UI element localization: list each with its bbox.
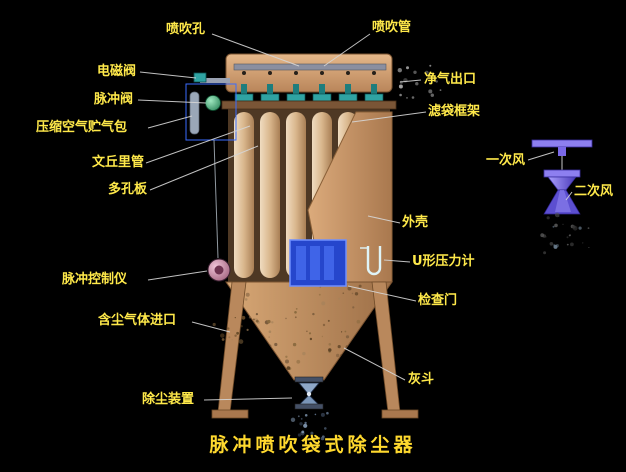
label-u-pressure-gauge: U形压力计 [412, 254, 475, 269]
tube-sheet [221, 100, 397, 110]
control-tube [213, 139, 219, 259]
label-solenoid-valve: 电磁阀 [97, 64, 137, 79]
label-clean-air-outlet: 净气出口 [424, 72, 477, 87]
label-shell: 外壳 [402, 215, 429, 230]
hopper-cone [225, 281, 393, 381]
label-pulse-valve: 脉冲阀 [94, 92, 134, 107]
venturi-spray [540, 212, 590, 255]
blow-valves [234, 84, 384, 102]
label-perforated-plate: 多孔板 [108, 182, 148, 197]
discharge-spray [290, 411, 329, 441]
inlet-dust-spray [212, 315, 259, 344]
label-pulse-controller: 脉冲控制仪 [62, 272, 128, 287]
blow-holes [242, 71, 376, 75]
air-reservoir [189, 91, 200, 135]
label-inspection-door: 检查门 [418, 293, 458, 308]
blow-pipe [233, 63, 387, 71]
u-pressure-gauge [360, 246, 382, 276]
label-dusty-gas-inlet: 含尘气体进口 [98, 313, 177, 328]
top-header [225, 53, 393, 93]
support-legs [211, 281, 419, 419]
leader-lines [137, 33, 573, 401]
pulse-valve [205, 95, 221, 111]
diagram-title: 脉冲喷吹袋式除尘器 [209, 434, 417, 456]
label-blow-hole: 喷吹孔 [166, 22, 206, 37]
discharge-valve [294, 376, 324, 410]
venturi-air-assembly [531, 139, 593, 215]
label-filter-bag-cage: 滤袋框架 [428, 104, 481, 119]
label-air-reservoir: 压缩空气贮气包 [36, 120, 128, 135]
label-dust-removal-device: 除尘装置 [142, 392, 195, 407]
pulse-controller-dial [214, 265, 224, 275]
inspection-door [289, 239, 347, 287]
label-venturi-tube: 文丘里管 [92, 155, 145, 170]
label-blow-pipe: 喷吹管 [372, 20, 412, 35]
air-pipe [200, 78, 230, 83]
label-secondary-air: 二次风 [574, 184, 614, 199]
label-ash-hopper: 灰斗 [408, 372, 435, 387]
label-primary-air: 一次风 [486, 153, 526, 168]
clean-air-spray [397, 64, 442, 99]
